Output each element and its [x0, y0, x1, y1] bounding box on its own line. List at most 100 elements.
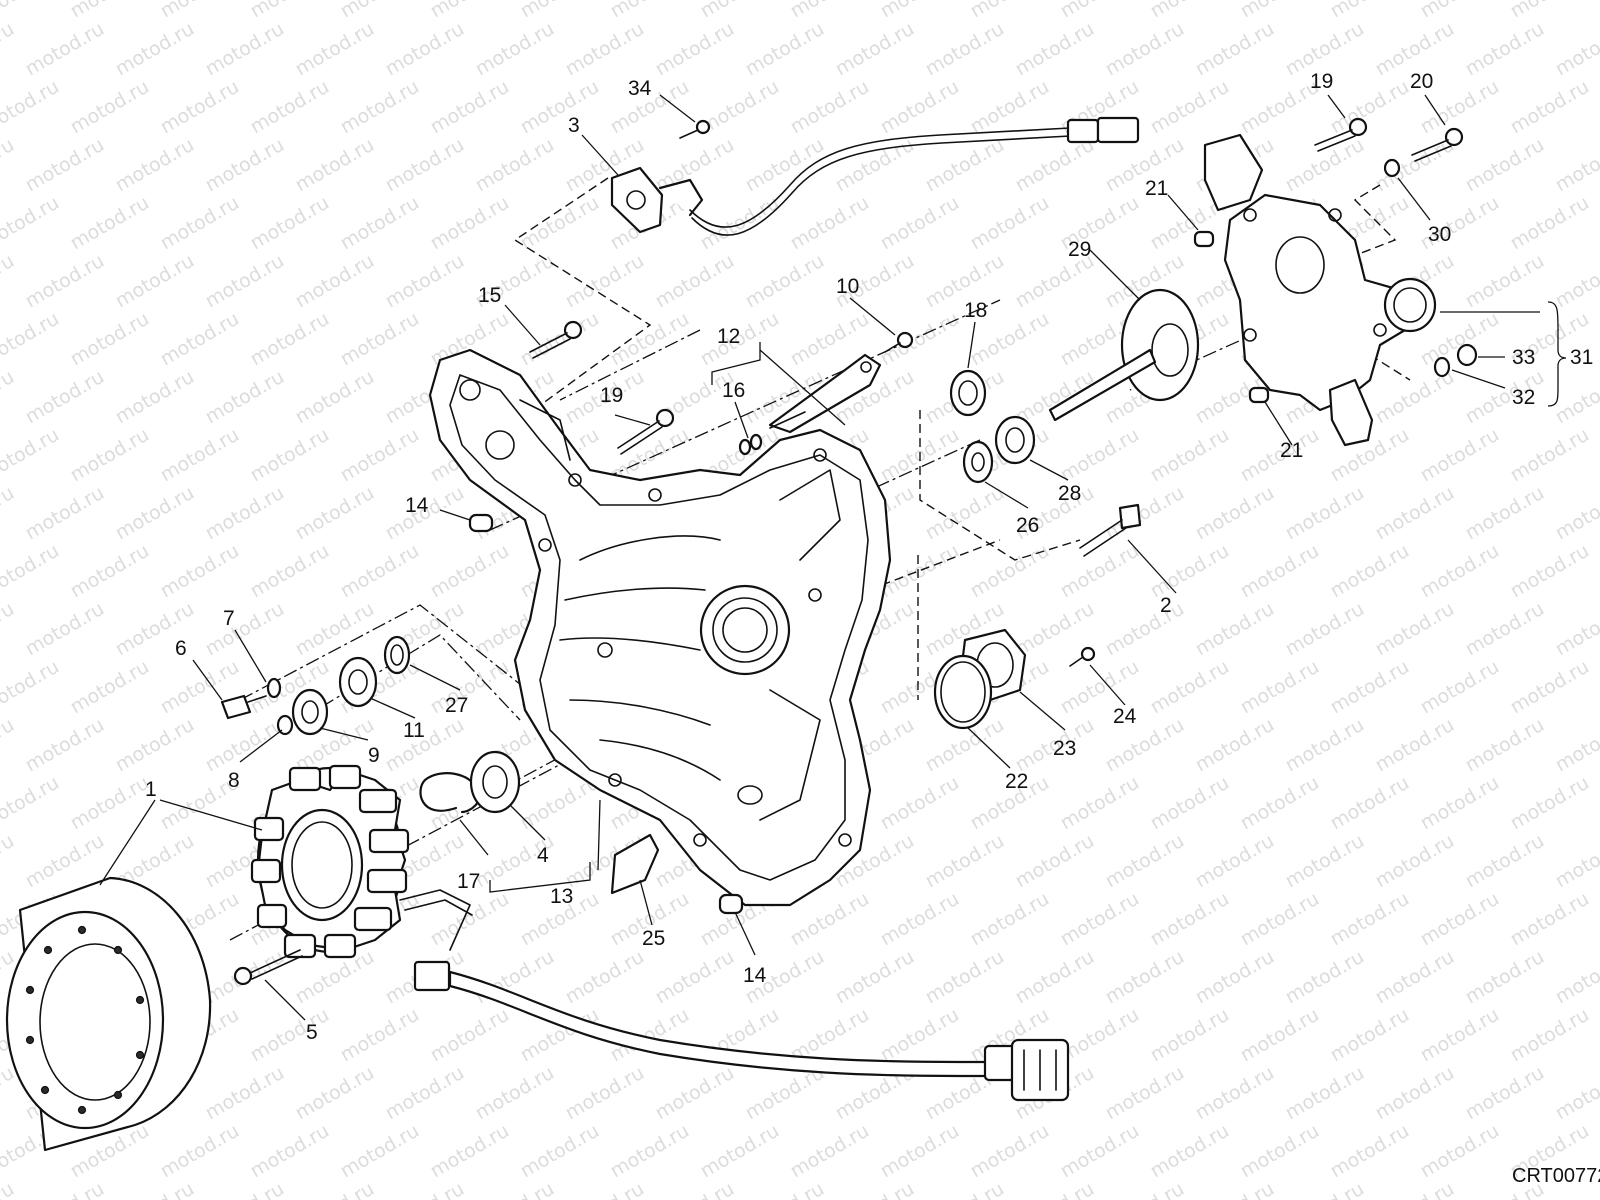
watermark-text: motod.ru: [1597, 1004, 1600, 1067]
watermark-text: motod.ru: [0, 424, 63, 487]
watermark-text: motod.ru: [1147, 540, 1233, 603]
watermark-text: motod.ru: [112, 134, 198, 197]
crankcase-cover: [428, 348, 892, 907]
watermark-text: motod.ru: [877, 308, 963, 371]
watermark-text: motod.ru: [652, 1062, 738, 1125]
watermark-text: motod.ru: [1237, 1120, 1323, 1183]
watermark-text: motod.ru: [1102, 830, 1188, 893]
callout-21b: 21: [1280, 439, 1303, 462]
watermark-text: motod.ru: [247, 540, 333, 603]
watermark-text: motod.ru: [1147, 0, 1233, 22]
stator-harness: [413, 960, 1070, 1102]
watermark-text: motod.ru: [247, 76, 333, 139]
watermark-text: motod.ru: [1237, 772, 1323, 835]
watermark-text: motod.ru: [157, 308, 243, 371]
watermark-text: motod.ru: [157, 1120, 243, 1183]
watermark-text: motod.ru: [337, 192, 423, 255]
watermark-text: motod.ru: [292, 1178, 378, 1200]
watermark-text: motod.ru: [0, 656, 63, 719]
callout-20: 20: [1410, 70, 1433, 93]
callout-21a: 21: [1145, 177, 1168, 200]
watermark-text: motod.ru: [517, 1120, 603, 1183]
watermark-text: motod.ru: [1057, 1120, 1143, 1183]
watermark-text: motod.ru: [1102, 1062, 1188, 1125]
watermark-text: motod.ru: [1552, 946, 1600, 1009]
watermark-text: motod.ru: [1237, 0, 1323, 22]
watermark-text: motod.ru: [337, 308, 423, 371]
watermark-text: motod.ru: [1552, 1062, 1600, 1125]
watermark-text: motod.ru: [877, 888, 963, 951]
watermark-text: motod.ru: [967, 888, 1053, 951]
watermark-text: motod.ru: [1147, 76, 1233, 139]
watermark-text: motod.ru: [562, 250, 648, 313]
watermark-text: motod.ru: [382, 18, 468, 81]
callout-33: 33: [1512, 346, 1535, 369]
watermark-text: motod.ru: [202, 598, 288, 661]
watermark-text: motod.ru: [202, 482, 288, 545]
watermark-text: motod.ru: [1462, 598, 1548, 661]
watermark-text: motod.ru: [382, 1178, 468, 1200]
watermark-text: motod.ru: [1012, 830, 1098, 893]
watermark-text: motod.ru: [607, 0, 693, 22]
watermark-text: motod.ru: [1147, 772, 1233, 835]
watermark-text: motod.ru: [157, 192, 243, 255]
watermark-text: motod.ru: [652, 250, 738, 313]
watermark-text: motod.ru: [1462, 250, 1548, 313]
watermark-text: motod.ru: [832, 134, 918, 197]
watermark-text: motod.ru: [1507, 1004, 1593, 1067]
watermark-text: motod.ru: [1417, 0, 1503, 22]
watermark-text: motod.ru: [787, 76, 873, 139]
watermark-text: motod.ru: [517, 192, 603, 255]
watermark-text: motod.ru: [967, 192, 1053, 255]
watermark-text: motod.ru: [607, 1120, 693, 1183]
watermark-text: motod.ru: [0, 598, 18, 661]
watermark-text: motod.ru: [1372, 1178, 1458, 1200]
stator: [250, 764, 473, 959]
watermark-text: motod.ru: [427, 540, 513, 603]
watermark-text: motod.ru: [1552, 366, 1600, 429]
watermark-text: motod.ru: [1282, 946, 1368, 1009]
callout-27: 27: [445, 694, 468, 717]
watermark-text: motod.ru: [112, 482, 198, 545]
watermark-text: motod.ru: [877, 0, 963, 22]
watermark-text: motod.ru: [247, 308, 333, 371]
watermark-text: motod.ru: [202, 134, 288, 197]
watermark-text: motod.ru: [1552, 250, 1600, 313]
watermark-text: motod.ru: [922, 830, 1008, 893]
watermark-text: motod.ru: [1327, 1004, 1413, 1067]
watermark-text: motod.ru: [0, 366, 18, 429]
watermark-text: motod.ru: [292, 18, 378, 81]
watermark-text: motod.ru: [1282, 1062, 1368, 1125]
callout-16: 16: [722, 379, 745, 402]
callout-4: 4: [537, 844, 549, 867]
watermark-text: motod.ru: [0, 714, 18, 777]
watermark-text: motod.ru: [1552, 134, 1600, 197]
callout-14b: 14: [743, 964, 767, 987]
watermark-text: motod.ru: [67, 76, 153, 139]
watermark-text: motod.ru: [427, 0, 513, 22]
watermark-text: motod.ru: [1147, 1120, 1233, 1183]
callout-5: 5: [306, 1021, 318, 1044]
watermark-text: motod.ru: [1417, 772, 1503, 835]
callout-13: 13: [550, 885, 573, 908]
watermark-text: motod.ru: [517, 0, 603, 22]
watermark-text: motod.ru: [337, 424, 423, 487]
small-parts-upper: [529, 116, 1200, 730]
watermark-text: motod.ru: [22, 714, 108, 777]
watermark-text: motod.ru: [247, 192, 333, 255]
watermark-text: motod.ru: [1327, 0, 1413, 22]
watermark-text: motod.ru: [1057, 772, 1143, 835]
watermark-text: motod.ru: [652, 1178, 738, 1200]
watermark-text: motod.ru: [562, 18, 648, 81]
watermark-text: motod.ru: [697, 1120, 783, 1183]
watermark-text: motod.ru: [1192, 946, 1278, 1009]
watermark-text: motod.ru: [112, 250, 198, 313]
watermark-text: motod.ru: [1552, 598, 1600, 661]
watermark-text: motod.ru: [1552, 18, 1600, 81]
watermark-text: motod.ru: [1597, 888, 1600, 951]
watermark-text: motod.ru: [247, 1120, 333, 1183]
watermark-text: motod.ru: [157, 540, 243, 603]
watermark-text: motod.ru: [1507, 0, 1593, 22]
watermark-text: motod.ru: [832, 1178, 918, 1200]
watermark-text: motod.ru: [1462, 1062, 1548, 1125]
